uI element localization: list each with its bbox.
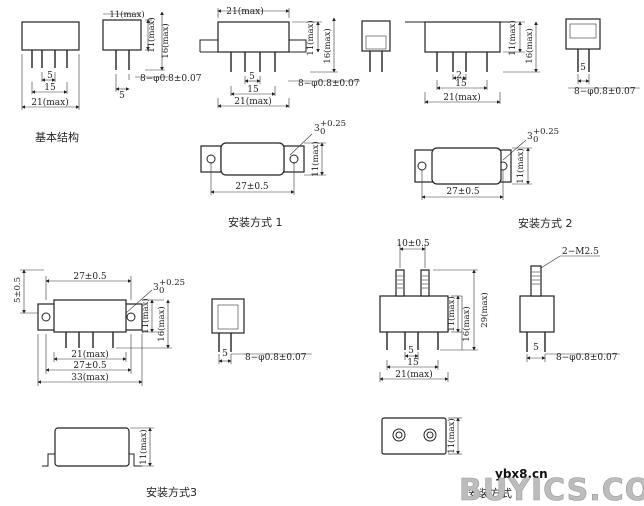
hole-m2: 3 <box>527 132 533 142</box>
caption-basic: 基本结构 <box>35 130 79 144</box>
dim-27-m2: 27±0.5 <box>446 187 480 197</box>
screw-m4: 2−M2.5 <box>562 247 599 257</box>
dim-15-f2: 15 <box>455 79 467 89</box>
dim-11max-m4b: 11(max) <box>446 418 457 453</box>
hole-tol0-m3: 0 <box>159 286 164 296</box>
small-side-view-top-right: 5 8−φ0.8±0.07 <box>565 18 640 97</box>
dim-16max-flange: 16(max) <box>322 28 333 63</box>
dim-2-f2: 2 <box>456 71 462 81</box>
caption-m2: 安装方式 2 <box>518 216 573 230</box>
pins-spec-m3: 8−φ0.8±0.07 <box>245 353 307 363</box>
mount-3-side-view: 5 8−φ0.8±0.07 <box>211 298 312 364</box>
dim-11max-f2: 11(max) <box>507 20 518 55</box>
hole-tol-m2: +0.25 <box>533 127 559 137</box>
dim-29max-m4: 29(max) <box>479 292 490 327</box>
dim-5v-m3: 5±0.5 <box>13 277 23 303</box>
basic-front-view: 5 15 21(max) <box>21 21 80 110</box>
mount-1-view: 27±0.5 3 +0.25 0 11(max) <box>200 119 346 195</box>
hole-m3: 3 <box>153 283 159 293</box>
dim-11max-m4: 11(max) <box>446 296 457 331</box>
dim-21max-flange: 21(max) <box>234 96 271 107</box>
mount-3-bottom-view: 11(max) <box>42 427 154 467</box>
dim-21max-f2: 21(max) <box>443 92 480 103</box>
dim-21max-m4: 21(max) <box>395 369 432 380</box>
dim-27-m3: 27±0.5 <box>73 361 107 371</box>
mount-4-front-view: 10±0.5 11(max) 16(max) 29(max) 5 15 21(m… <box>379 239 490 382</box>
caption-m3: 安装方式3 <box>146 485 197 499</box>
dim-5-side-tr: 5 <box>580 63 586 73</box>
dim-15-m4: 15 <box>407 358 419 368</box>
dim-15-flange: 15 <box>247 85 259 95</box>
dim-11max-m2: 11(max) <box>515 148 526 183</box>
basic-side-view: 11(max) 11(max) 16(max) 5 8−φ0.8±0.07 <box>102 9 202 101</box>
mount-4-bottom-view: 11(max) <box>381 417 462 455</box>
dim-16max-f2: 16(max) <box>524 28 535 63</box>
mount-3-front-view: 5±0.5 27±0.5 3 +0.25 0 11(max) 16(max) 2… <box>13 269 185 386</box>
dim-27-m1: 27±0.5 <box>235 182 269 192</box>
pins-spec-m4: 8−φ0.8±0.07 <box>556 353 618 363</box>
dim-16max-m3: 16(max) <box>156 306 167 341</box>
dim-16max-m4: 16(max) <box>461 306 472 341</box>
dim-5-m4s: 5 <box>533 343 539 353</box>
dim-33max-m3: 33(max) <box>71 372 108 383</box>
dim-11max-flange: 11(max) <box>305 20 316 55</box>
flange-front-view-2: 11(max) 16(max) 2 15 21(max) <box>405 20 540 104</box>
hole-m1: 3 <box>314 124 320 134</box>
hole-tol0-m1: 0 <box>320 127 325 137</box>
dim-5: 5 <box>47 71 53 81</box>
dim-11max-m3: 11(max) <box>140 298 151 333</box>
caption-m4: 安装方式 4 <box>468 486 523 500</box>
pins-spec: 8−φ0.8±0.07 <box>140 74 202 84</box>
hole-tol-m1: +0.25 <box>320 119 346 129</box>
pins-spec-tr: 8−φ0.8±0.07 <box>574 87 636 97</box>
dim-5-flange: 5 <box>249 72 255 82</box>
dim-11max-top: 11(max) <box>109 9 144 20</box>
hole-tol0-m2: 0 <box>533 135 538 145</box>
dim-27-m3-top: 27±0.5 <box>73 272 107 282</box>
dim-11max-m3b: 11(max) <box>138 429 149 464</box>
mount-4-side-view: 2−M2.5 5 8−φ0.8±0.07 <box>519 247 620 363</box>
flange-front-view: 21(max) 11(max) 16(max) 5 15 21(max) 8−φ… <box>199 6 360 108</box>
dim-5-side: 5 <box>119 91 125 101</box>
dim-21max-m3: 21(max) <box>71 349 108 360</box>
mount-2-view: 27±0.5 3 +0.25 0 11(max) <box>414 127 559 200</box>
dim-21max: 21(max) <box>31 97 68 108</box>
watermark-brand: BUYICS.COM <box>459 473 644 506</box>
dim-5-m4: 5 <box>408 346 414 356</box>
dim-15: 15 <box>44 83 56 93</box>
dim-11max: 11(max) <box>146 17 157 52</box>
dim-21max-top: 21(max) <box>226 6 263 17</box>
small-side-view-top <box>361 20 391 72</box>
dim-10-m4: 10±0.5 <box>396 239 430 249</box>
pins-spec-flange: 8−φ0.8±0.07 <box>298 79 360 89</box>
watermark-site: ybx8.cn <box>495 467 548 481</box>
dim-5-m3s: 5 <box>222 349 228 359</box>
dim-11max-m1: 11(max) <box>310 141 321 176</box>
caption-m1: 安装方式 1 <box>228 215 283 229</box>
hole-tol-m3: +0.25 <box>159 278 185 288</box>
dim-16max: 16(max) <box>160 23 171 58</box>
